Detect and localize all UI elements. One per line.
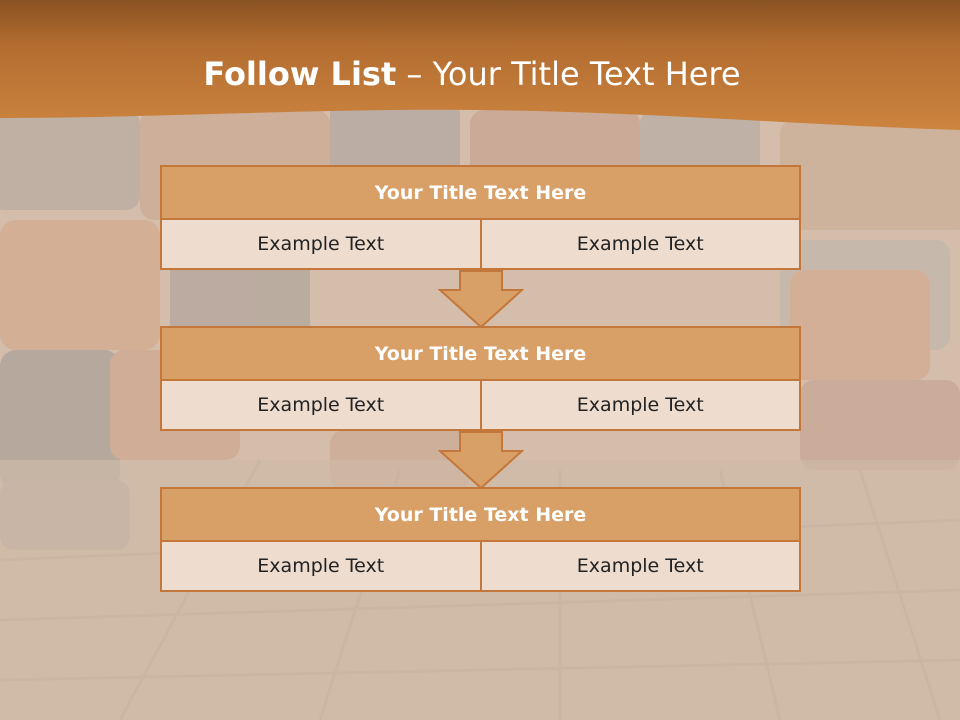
block-row: Example Text Example Text — [160, 381, 801, 431]
list-block-1: Your Title Text Here Example Text Exampl… — [160, 165, 801, 270]
block-cell-left: Example Text — [160, 381, 482, 431]
slide-title-bold: Follow List — [203, 55, 397, 93]
block-title: Your Title Text Here — [160, 487, 801, 542]
title-band — [0, 0, 960, 130]
block-title: Your Title Text Here — [160, 165, 801, 220]
block-cell-left: Example Text — [160, 542, 482, 592]
block-title: Your Title Text Here — [160, 326, 801, 381]
slide-title: Follow List – Your Title Text Here — [0, 52, 944, 96]
arrow-down-icon — [438, 431, 524, 489]
list-block-2: Your Title Text Here Example Text Exampl… — [160, 326, 801, 431]
block-row: Example Text Example Text — [160, 220, 801, 270]
arrow-down-icon — [438, 270, 524, 328]
block-cell-right: Example Text — [481, 381, 801, 431]
block-cell-left: Example Text — [160, 220, 482, 270]
block-cell-right: Example Text — [481, 542, 801, 592]
slide-title-rest: – Your Title Text Here — [406, 55, 741, 93]
list-block-3: Your Title Text Here Example Text Exampl… — [160, 487, 801, 592]
block-row: Example Text Example Text — [160, 542, 801, 592]
block-cell-right: Example Text — [481, 220, 801, 270]
